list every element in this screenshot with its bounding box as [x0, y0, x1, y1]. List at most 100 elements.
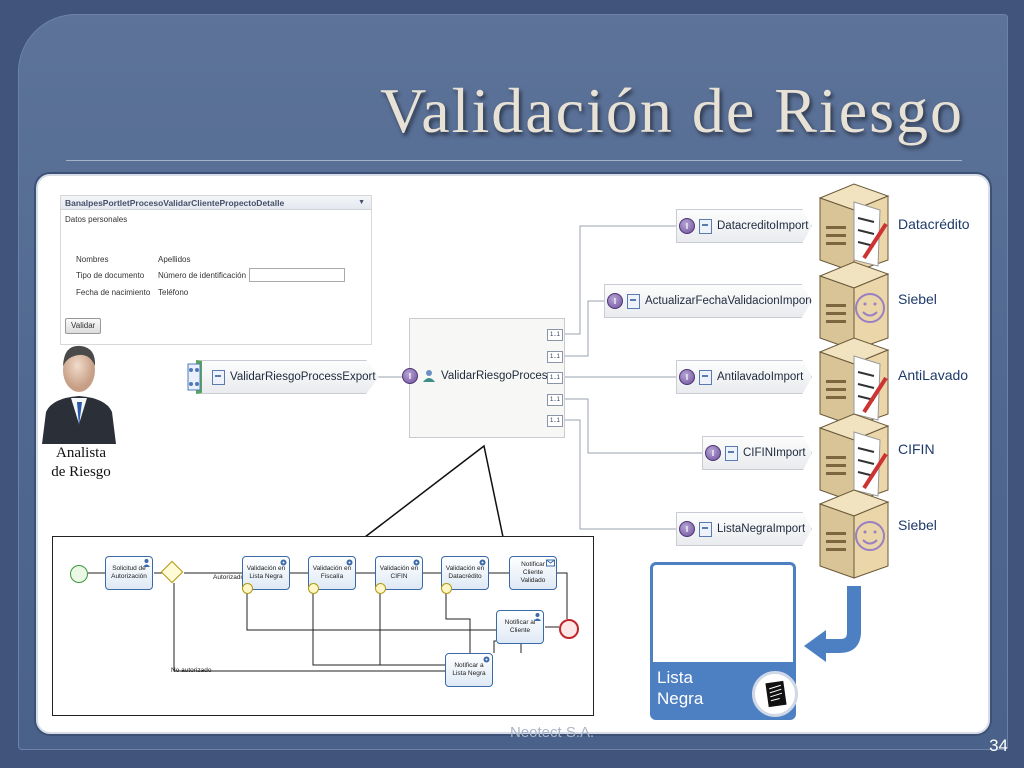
task-label: Notificar al Cliente: [504, 619, 536, 634]
import-icon: [627, 293, 640, 309]
gear-icon: [479, 559, 486, 566]
portlet-form: BanalpesPortletProcesoValidarClienteProp…: [60, 195, 372, 345]
task-label: Validación en Datacrédito: [445, 565, 485, 580]
end-event-icon: [559, 619, 579, 639]
label-apellidos: Apellidos: [158, 255, 191, 264]
analyst-avatar-icon: [42, 345, 116, 444]
import-label: ListaNegraImport: [717, 523, 806, 535]
import-label: CIFINImport: [743, 447, 806, 459]
task-notificar-cliente-validado[interactable]: Notificar Cliente Validado: [509, 556, 557, 590]
system-label-cifin: CIFIN: [898, 441, 935, 457]
import-node-datacredito[interactable]: I DatacreditoImport: [676, 209, 812, 243]
process-node[interactable]: I ValidarRiesgoProcess: [402, 368, 553, 384]
server-checklist-icon: [818, 413, 890, 503]
server-smiley-icon: [818, 489, 890, 579]
identification-field[interactable]: [249, 268, 345, 282]
portlet-header: BanalpesPortletProcesoValidarClienteProp…: [61, 196, 371, 210]
portlet-title: BanalpesPortletProcesoValidarClienteProp…: [65, 198, 285, 208]
label-telefono: Teléfono: [158, 288, 189, 297]
lista-negra-label: Lista Negra: [657, 667, 703, 709]
reference-port[interactable]: 1..1: [547, 394, 563, 406]
system-label-antilavado: AntiLavado: [898, 367, 969, 383]
footer-company: Neotect S.A.: [510, 724, 595, 741]
page-number: 34: [989, 736, 1008, 755]
process-container: [409, 318, 565, 438]
reference-port[interactable]: 1..1: [547, 351, 563, 363]
bpmn-diagram: Solicitud de Autorización Autorizado No …: [52, 536, 594, 716]
boundary-event-icon: [308, 583, 319, 594]
interface-badge-icon: I: [679, 218, 695, 234]
gear-icon: [483, 656, 490, 663]
lista-negra-line2: Negra: [657, 689, 704, 708]
import-label: ActualizarFechaValidacionImport: [645, 295, 813, 307]
import-node-actualizar-fecha[interactable]: I ActualizarFechaValidacionImport: [604, 284, 812, 318]
start-event-icon: [70, 565, 88, 583]
task-notificar-lista-negra[interactable]: Notificar a Lista Negra: [445, 653, 493, 687]
gear-icon: [346, 559, 353, 566]
flow-label-autorizado: Autorizado: [213, 574, 245, 581]
interface-badge-icon: I: [705, 445, 721, 461]
label-numero-identificacion: Número de identificación: [158, 271, 247, 280]
document-icon: [752, 671, 798, 717]
task-solicitud-autorizacion[interactable]: Solicitud de Autorización: [105, 556, 153, 590]
interface-badge-icon: I: [679, 521, 695, 537]
bpmn-flows: [88, 572, 568, 672]
task-label: Notificar a Lista Negra: [452, 662, 486, 677]
curved-arrow-icon: [804, 586, 861, 662]
task-notificar-al-cliente[interactable]: Notificar al Cliente: [496, 610, 544, 644]
reference-port[interactable]: 1..1: [547, 329, 563, 341]
interface-badge-icon: I: [607, 293, 623, 309]
process-icon: [423, 370, 435, 382]
label-tipo-documento: Tipo de documento: [76, 271, 145, 280]
user-icon: [143, 559, 150, 567]
task-validacion-lista-negra[interactable]: Validación en Lista Negra: [242, 556, 290, 590]
interface-badge-icon: I: [402, 368, 418, 384]
export-port-icon: [187, 363, 201, 391]
task-label: Solicitud de Autorización: [111, 565, 147, 580]
task-label: Notificar Cliente Validado: [520, 561, 546, 584]
validar-button[interactable]: Validar: [65, 318, 102, 334]
reference-port[interactable]: 1..1: [547, 372, 563, 384]
gear-icon: [280, 559, 287, 566]
import-node-cifin[interactable]: I CIFINImport: [702, 436, 812, 470]
gear-icon: [413, 559, 420, 566]
interface-badge-icon: I: [679, 369, 695, 385]
label-fecha-nacimiento: Fecha de nacimiento: [76, 288, 151, 297]
task-label: Validación en Lista Negra: [246, 565, 286, 580]
boundary-event-icon: [242, 583, 253, 594]
process-label: ValidarRiesgoProcess: [441, 370, 554, 382]
export-node[interactable]: ValidarRiesgoProcessExport: [196, 360, 379, 394]
system-label-siebel: Siebel: [898, 517, 937, 533]
server-smiley-icon: [818, 261, 890, 351]
export-icon: [212, 369, 225, 385]
system-label-siebel: Siebel: [898, 291, 937, 307]
task-label: Validación en CIFIN: [379, 565, 419, 580]
analyst-label: Analista de Riesgo: [40, 444, 122, 482]
import-icon: [699, 521, 712, 537]
export-label: ValidarRiesgoProcessExport: [230, 371, 376, 383]
analyst-label-line1: Analista: [56, 445, 106, 461]
import-label: DatacreditoImport: [717, 220, 809, 232]
system-label-datacredito: Datacrédito: [898, 216, 970, 232]
reference-port[interactable]: 1..1: [547, 415, 563, 427]
import-node-lista-negra[interactable]: I ListaNegraImport: [676, 512, 812, 546]
flow-label-no-autorizado: No autorizado: [171, 667, 212, 674]
import-icon: [725, 445, 738, 461]
label-nombres: Nombres: [76, 255, 109, 264]
lista-negra-line1: Lista: [657, 668, 693, 687]
slide-title: Validación de Riesgo: [380, 75, 964, 146]
analyst-label-line2: de Riesgo: [51, 464, 111, 480]
title-divider: [66, 160, 962, 161]
server-checklist-icon: [818, 337, 890, 427]
import-icon: [699, 369, 712, 385]
chevron-down-icon[interactable]: ▼: [358, 199, 365, 206]
import-icon: [699, 218, 712, 234]
server-checklist-icon: [818, 183, 890, 273]
boundary-event-icon: [375, 583, 386, 594]
task-label: Validación en Fiscalía: [312, 565, 352, 580]
user-icon: [534, 613, 541, 621]
section-title: Datos personales: [65, 215, 128, 224]
envelope-icon: [546, 559, 555, 567]
